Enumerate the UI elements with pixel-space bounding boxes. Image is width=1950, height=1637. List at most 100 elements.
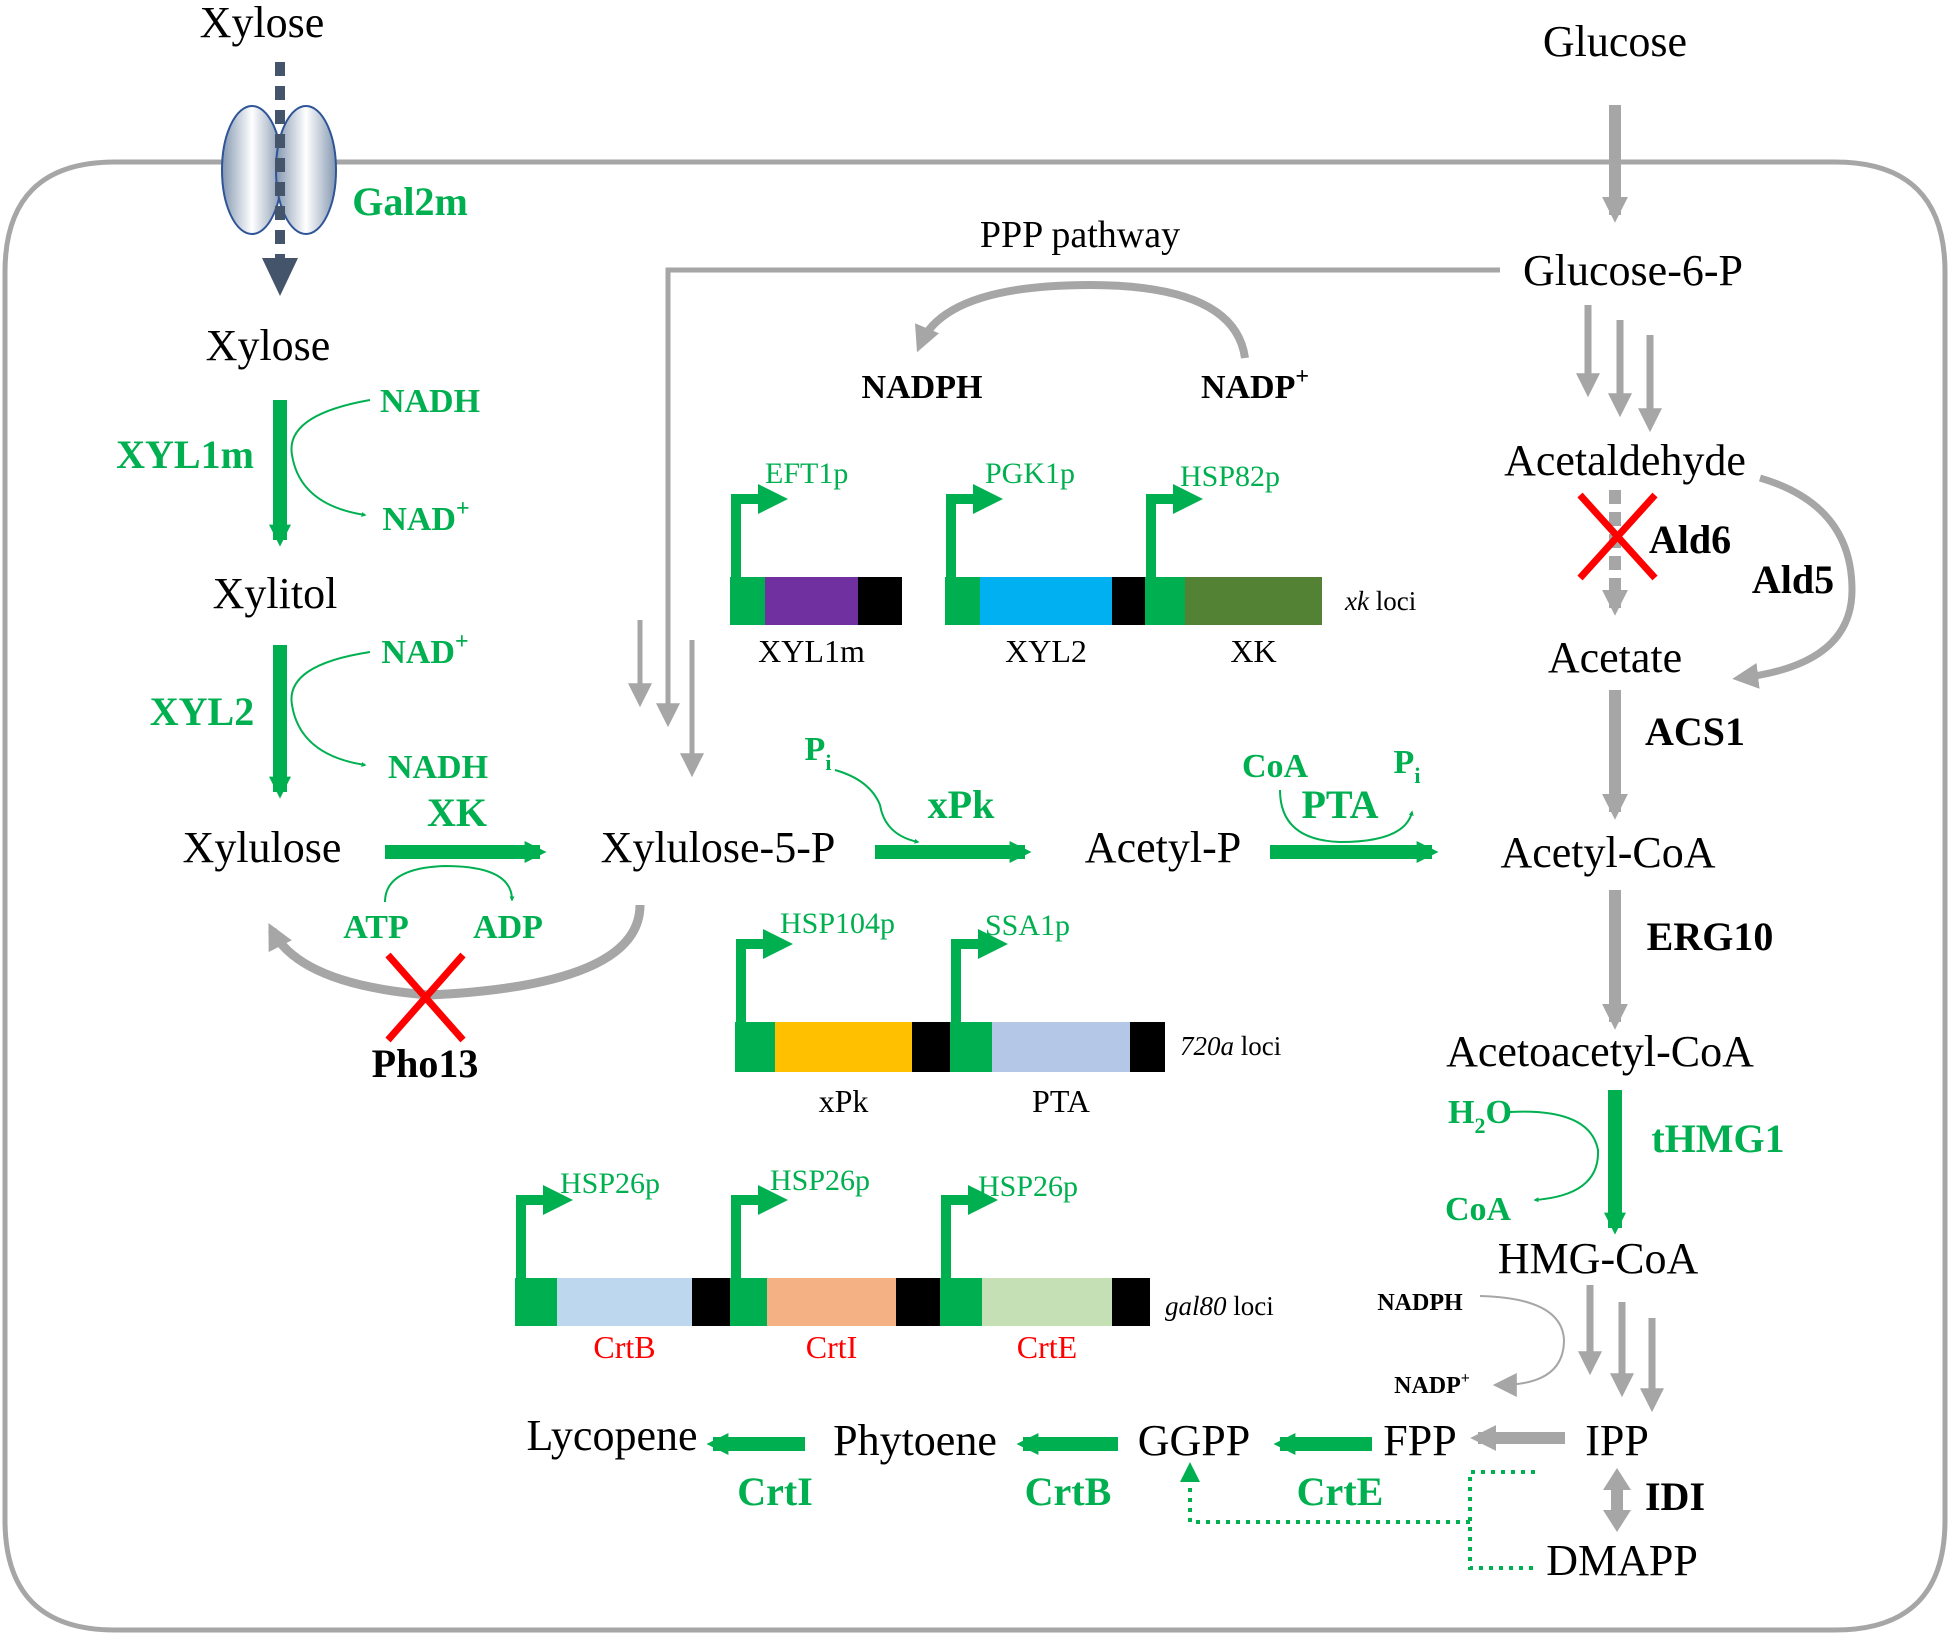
- pi-label-2: Pi: [1394, 744, 1421, 788]
- promoter-arrow: [1146, 484, 1203, 601]
- ppp-pathway-label: PPP pathway: [980, 214, 1180, 256]
- promoter-label: HSP26p: [978, 1170, 1078, 1203]
- nadp-ppp-label: NADP+: [1201, 364, 1309, 406]
- crte-label: CrtE: [1297, 1469, 1384, 1514]
- terminator-block: [912, 1022, 950, 1072]
- acs1-label: ACS1: [1645, 709, 1745, 754]
- locus-label: gal80 loci: [1165, 1291, 1274, 1321]
- pta-label: PTA: [1301, 782, 1378, 827]
- promoter-label: EFT1p: [765, 457, 848, 490]
- gal2m-transporter: [221, 62, 337, 296]
- nad-label-2: NAD+: [381, 629, 468, 671]
- terminator-block: [1112, 1278, 1150, 1326]
- xylose-inside-label: Xylose: [206, 321, 331, 370]
- idi-label: IDI: [1645, 1474, 1705, 1519]
- promoter-arrow: [946, 484, 1003, 601]
- crti-label: CrtI: [737, 1469, 813, 1514]
- ald6-label: Ald6: [1649, 517, 1731, 562]
- erg10-label: ERG10: [1647, 914, 1774, 959]
- promoter-label: HSP104p: [780, 907, 895, 940]
- ald6-knockout-x: [1577, 492, 1658, 581]
- acetaldehyde-label: Acetaldehyde: [1504, 436, 1746, 485]
- promoter-arrow: [731, 1185, 788, 1302]
- nadh-label-1: NADH: [380, 383, 480, 420]
- ald5-label: Ald5: [1752, 557, 1834, 602]
- gene-block-XYL1m: [765, 577, 858, 625]
- terminator-block: [896, 1278, 940, 1326]
- terminator-block: [1130, 1022, 1165, 1072]
- gal2m-label: Gal2m: [352, 179, 468, 224]
- cassette-gene-label: XYL1m: [758, 633, 865, 669]
- dotted-ggpp-link: [1190, 1470, 1535, 1570]
- lycopene-label: Lycopene: [526, 1411, 697, 1460]
- nadph-mva-label: NADPH: [1377, 1290, 1463, 1316]
- ipp-label: IPP: [1585, 1416, 1649, 1465]
- gene-block-CrtE: [982, 1278, 1112, 1326]
- coa-label-2: CoA: [1445, 1191, 1512, 1228]
- promoter-label: SSA1p: [985, 909, 1070, 942]
- promoter-arrow: [941, 1185, 998, 1302]
- acetate-label: Acetate: [1548, 633, 1682, 682]
- cell-membrane: [2, 159, 1948, 1633]
- xyl2-label: XYL2: [150, 689, 254, 734]
- xylulose-5-p-label: Xylulose-5-P: [601, 823, 836, 872]
- acetyl-p-label: Acetyl-P: [1085, 823, 1241, 872]
- gene-block-XK: [1185, 577, 1322, 625]
- green-flux-arrows: [269, 400, 1626, 1455]
- pho13-label: Pho13: [372, 1041, 479, 1086]
- promoter-label: HSP26p: [560, 1167, 660, 1200]
- cofactor-curves: [290, 399, 1600, 1203]
- promoter-arrow: [516, 1185, 573, 1302]
- gene-block-xPk: [775, 1022, 912, 1072]
- cassette-gene-label: CrtE: [1017, 1329, 1077, 1365]
- cassette-gene-label: PTA: [1032, 1083, 1090, 1119]
- nad-label-1: NAD+: [382, 496, 469, 538]
- glucose-label: Glucose: [1543, 17, 1687, 66]
- promoter-arrow: [731, 484, 788, 601]
- xylulose-label: Xylulose: [183, 823, 342, 872]
- cassette-gene-label: XYL2: [1005, 633, 1087, 669]
- nadh-label-2: NADH: [388, 749, 488, 786]
- gene-block-CrtI: [767, 1278, 896, 1326]
- crtb-label: CrtB: [1025, 1469, 1112, 1514]
- dmapp-label: DMAPP: [1546, 1536, 1698, 1585]
- adp-label: ADP: [473, 909, 543, 946]
- thmg1-label: tHMG1: [1651, 1116, 1784, 1161]
- acetyl-coa-label: Acetyl-CoA: [1500, 828, 1715, 877]
- xk-label: XK: [427, 790, 487, 835]
- glucose-6-p-label: Glucose-6-P: [1523, 246, 1743, 295]
- terminator-block: [1112, 577, 1145, 625]
- locus-label: xk loci: [1344, 586, 1416, 616]
- dotted-arrowhead: [1180, 1462, 1200, 1482]
- phytoene-label: Phytoene: [833, 1416, 997, 1465]
- cassette-gene-label: CrtI: [806, 1329, 858, 1365]
- terminator-block: [858, 577, 902, 625]
- pi-label-1: Pi: [805, 731, 832, 775]
- grey-flux-arrows: [267, 105, 1856, 1532]
- gene-block-CrtB: [557, 1278, 692, 1326]
- gene-block-PTA: [992, 1022, 1130, 1072]
- atp-label: ATP: [343, 909, 408, 946]
- xpk-label: xPk: [928, 782, 995, 827]
- promoter-label: HSP26p: [770, 1164, 870, 1197]
- acetoacetyl-coa-label: Acetoacetyl-CoA: [1446, 1027, 1754, 1076]
- gene-block-XYL2: [980, 577, 1112, 625]
- nadp-mva-label: NADP+: [1394, 1370, 1470, 1399]
- ggpp-label: GGPP: [1138, 1416, 1251, 1465]
- locus-label: 720a loci: [1180, 1031, 1281, 1061]
- promoter-arrow: [736, 929, 793, 1047]
- fpp-label: FPP: [1383, 1416, 1456, 1465]
- coa-label-1: CoA: [1242, 748, 1309, 785]
- cassette-gene-label: xPk: [819, 1083, 869, 1119]
- xyl1m-label: XYL1m: [116, 432, 254, 477]
- cassette-gene-label: XK: [1230, 633, 1276, 669]
- mva-nadph-curve: [1479, 1295, 1566, 1397]
- h2o-label: H2O: [1448, 1094, 1512, 1138]
- promoter-label: PGK1p: [985, 457, 1075, 490]
- xylose-outside-label: Xylose: [200, 0, 325, 47]
